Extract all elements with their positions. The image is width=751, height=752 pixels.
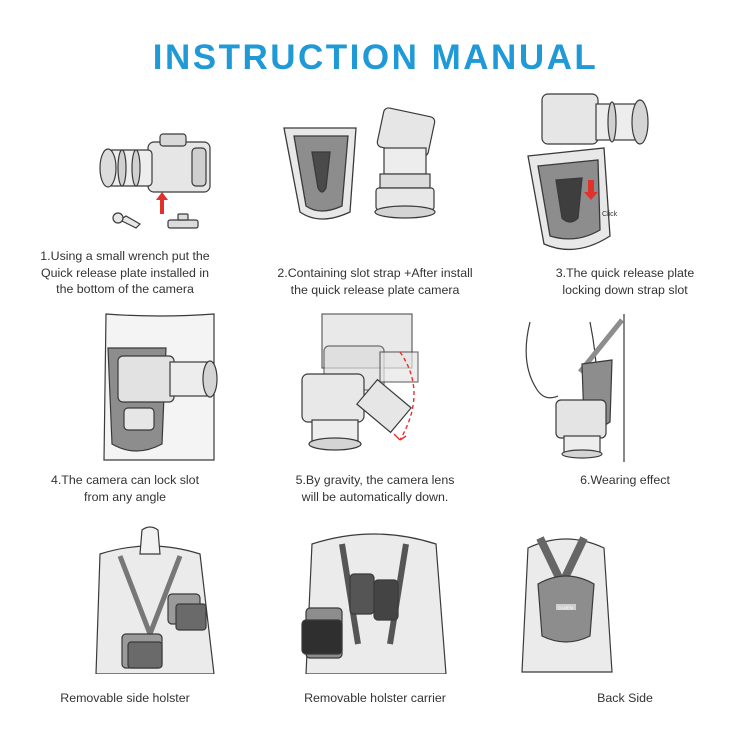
holster-carrier-caption: Removable holster carrier [304,691,446,705]
wrench-icon [112,212,141,229]
step-4-caption: 4.The camera can lock slot from any angl… [50,473,200,504]
step-6-caption: 6.Wearing effect [580,473,670,487]
red-arrow-icon [584,180,598,200]
step-5-caption: 5.By gravity, the camera lens will be au… [295,473,455,504]
back-side-caption: Back Side [597,691,653,705]
side-holster-illustration [0,524,250,674]
red-arrow-icon [393,433,407,441]
view-holster-carrier: Removable holster carrier [250,524,500,724]
step-5: 5.By gravity, the camera lens will be au… [250,312,500,512]
holster-carrier-illustration [250,524,500,674]
red-arrow-icon [156,192,168,214]
step-3: Click 3.The quick release plate locking … [500,86,750,310]
release-plate-icon [167,213,199,229]
wearing-illustration [500,312,750,462]
step-4: 4.The camera can lock slot from any angl… [0,312,250,512]
step-3-caption: 3.The quick release plate locking down s… [555,266,695,297]
camera-plate-illustration [0,120,250,230]
step-2: 2.Containing slot strap +After install t… [250,100,500,310]
page-title: INSTRUCTION MANUAL [152,38,599,77]
step-1-caption: 1.Using a small wrench put the Quick rel… [40,249,210,296]
view-side-holster: Removable side holster [0,524,250,724]
locking-illustration: Click [500,86,750,256]
side-holster-caption: Removable side holster [60,691,190,705]
belt-lock-illustration [0,312,250,462]
back-side-illustration: CADEN [500,524,750,674]
holster-and-camera-illustration [250,102,500,232]
step-1: 1.Using a small wrench put the Quick rel… [0,100,250,310]
step-6: 6.Wearing effect [500,312,750,512]
gravity-illustration [250,312,500,462]
click-label: Click [602,211,618,218]
back-pad-print: CADEN [558,606,573,611]
step-2-caption: 2.Containing slot strap +After install t… [277,266,473,297]
view-back-side: CADEN Back Side [500,524,750,724]
